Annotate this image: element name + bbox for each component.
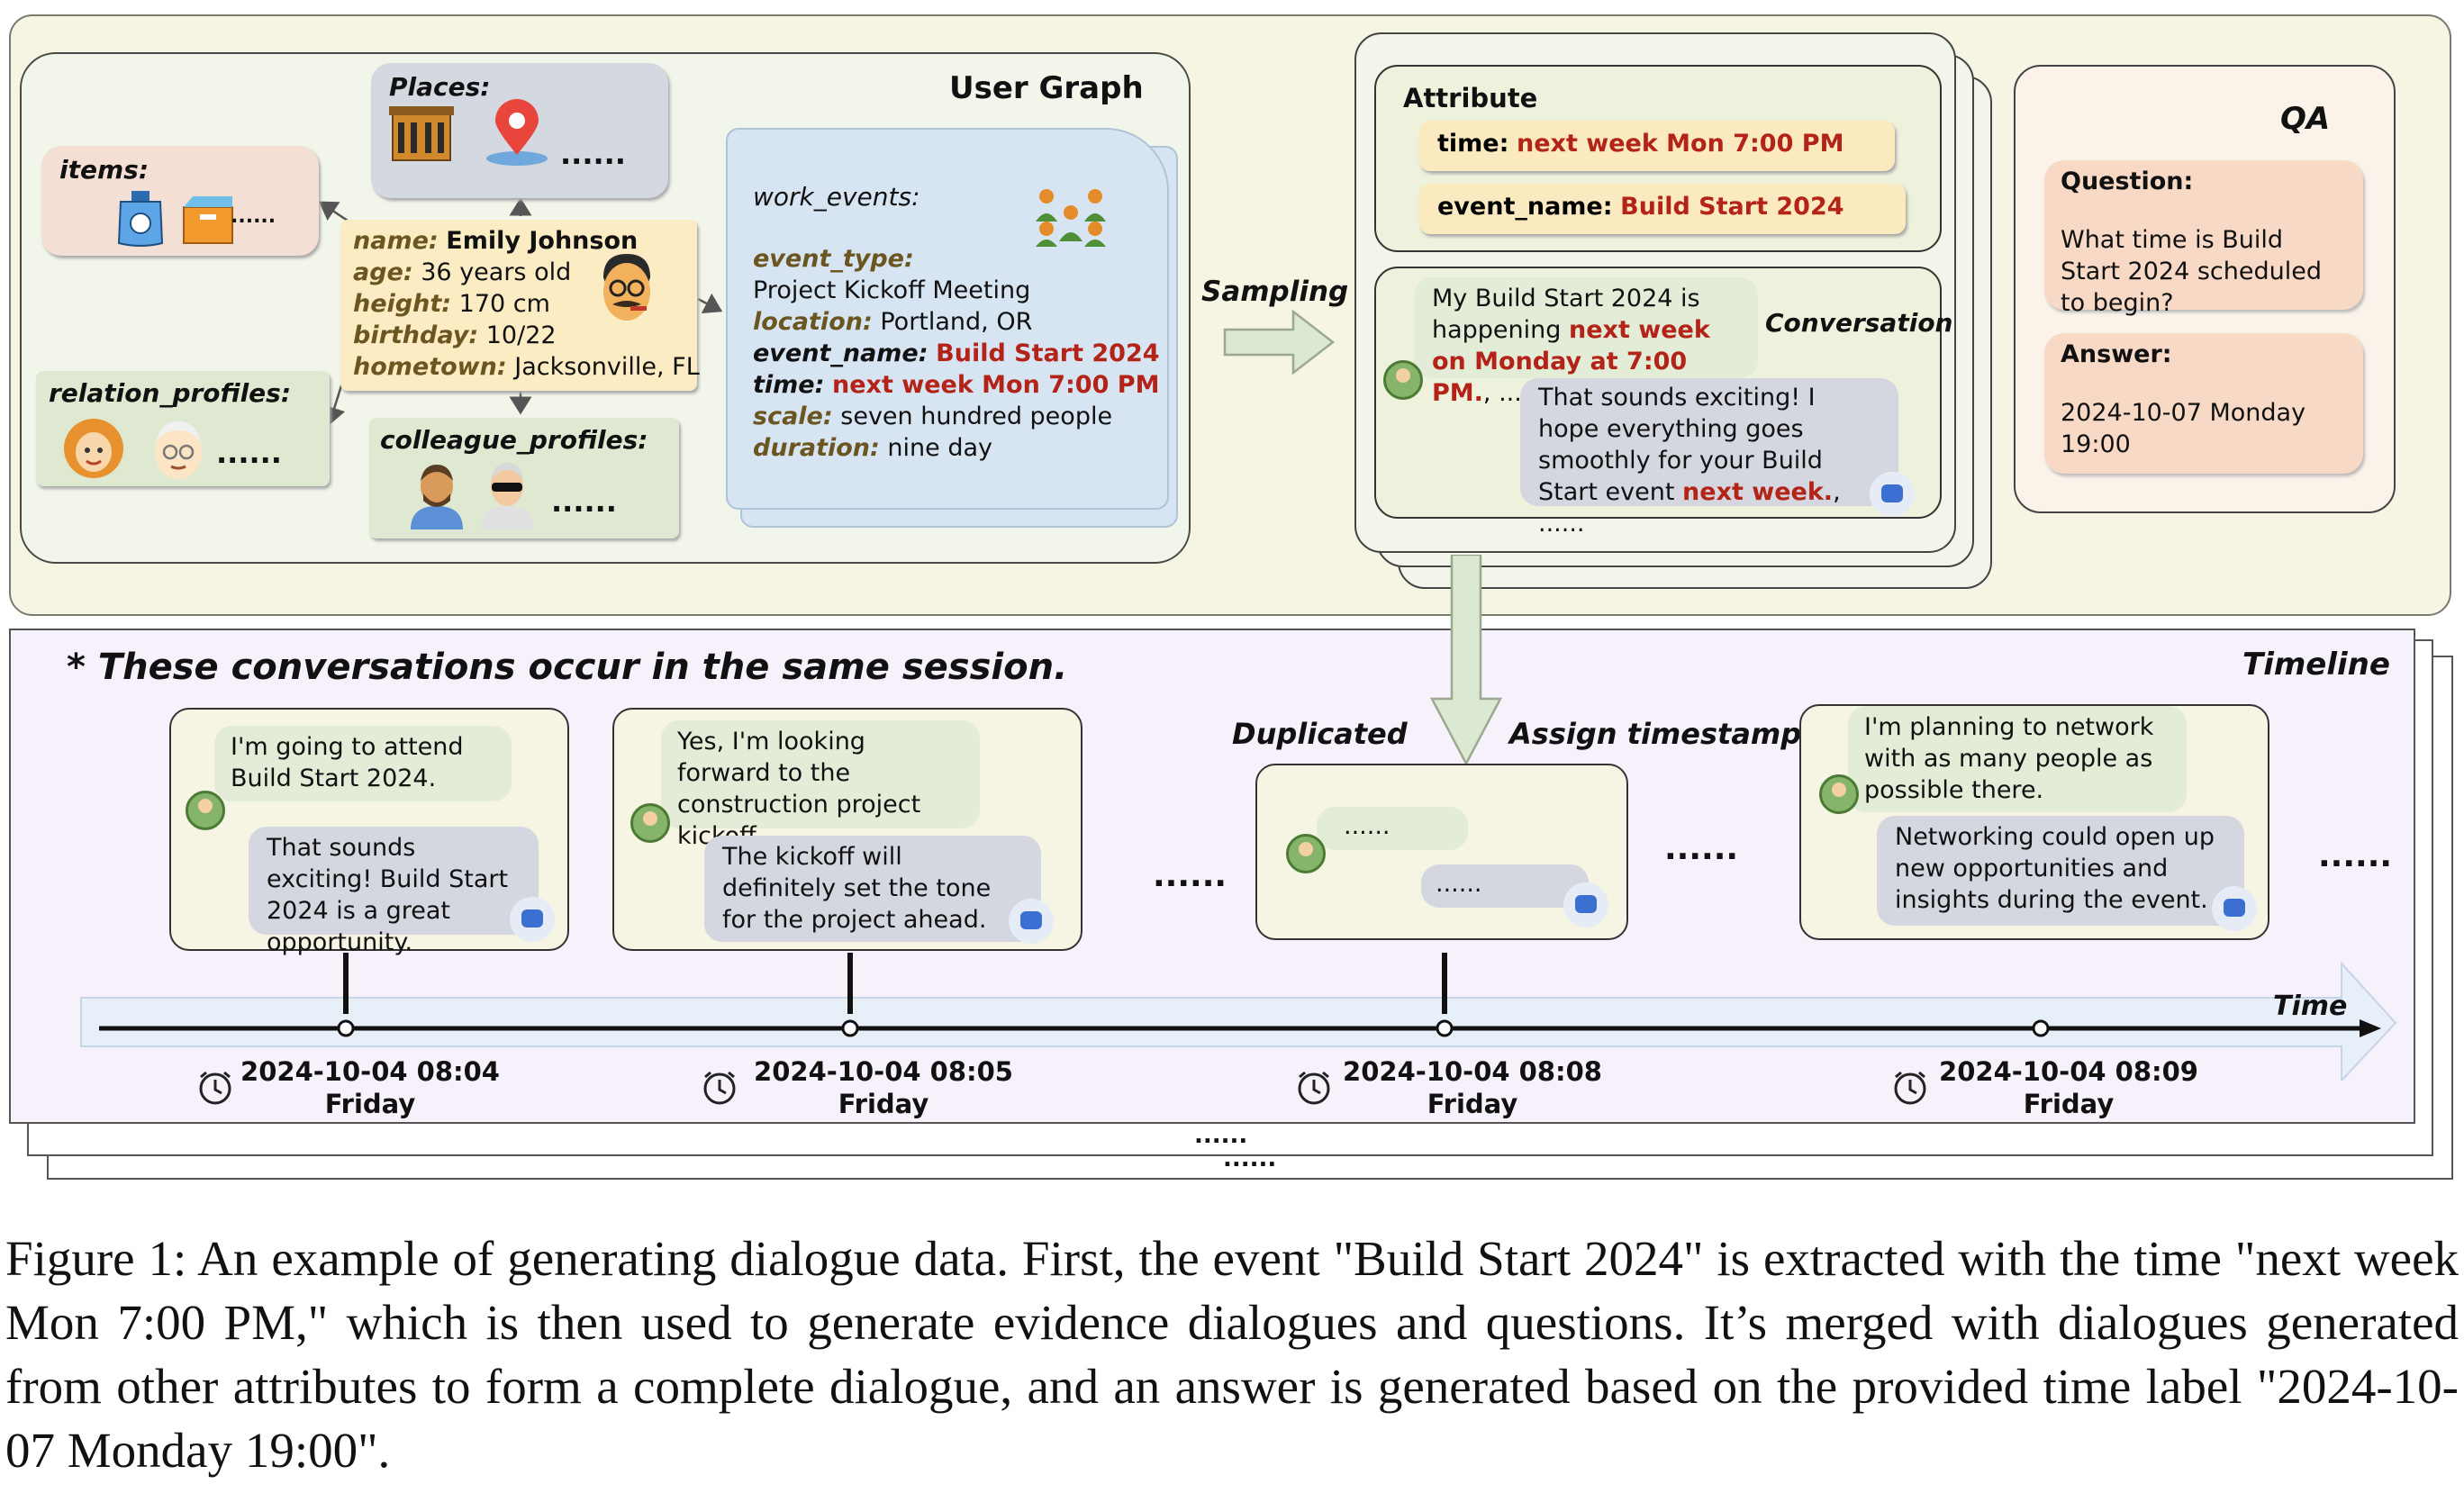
relation-profiles-label: relation_profiles: bbox=[49, 378, 292, 408]
attribute-time-pill: time: next week Mon 7:00 PM bbox=[1419, 121, 1895, 171]
session-2-bot-bubble: The kickoff will definitely set the tone… bbox=[704, 836, 1041, 942]
between-dots-1: ...... bbox=[1153, 857, 1227, 894]
clock-icon-1 bbox=[199, 1071, 231, 1105]
session-3-bot-bubble: ...... bbox=[1421, 864, 1589, 908]
question-box: Question: What time is Build Start 2024 … bbox=[2044, 160, 2363, 317]
profile-fields: name: Emily Johnson age: 36 years old he… bbox=[353, 225, 700, 383]
session-3-bot-avatar-icon bbox=[1563, 882, 1608, 927]
timeline-title: Timeline bbox=[2242, 647, 2390, 683]
clock-icon-3 bbox=[1298, 1071, 1330, 1105]
session-1-bot-avatar-icon bbox=[510, 897, 555, 942]
session-1-user-avatar-icon bbox=[186, 791, 225, 830]
session-4-bot-avatar-icon bbox=[2212, 886, 2257, 931]
bot-avatar-icon bbox=[1870, 472, 1915, 517]
profile-height-row: height: 170 cm bbox=[353, 290, 550, 318]
conversation-label: Conversation bbox=[1765, 308, 1953, 338]
user-graph-title: User Graph bbox=[949, 70, 1144, 106]
session-4-user-bubble: I'm planning to network with as many peo… bbox=[1848, 706, 2187, 812]
man-avatar-icon bbox=[411, 465, 463, 529]
time-node-4 bbox=[2032, 1019, 2050, 1037]
box-icon bbox=[183, 196, 233, 244]
session-4-user-avatar-icon bbox=[1819, 774, 1859, 814]
attribute-event-pill: event_name: Build Start 2024 bbox=[1419, 184, 1906, 234]
sampling-label: Sampling bbox=[1201, 276, 1349, 308]
time-node-1 bbox=[337, 1019, 355, 1037]
items-more: ...... bbox=[231, 205, 276, 228]
places-label: Places: bbox=[389, 72, 491, 102]
colleague-profiles-label: colleague_profiles: bbox=[380, 425, 648, 455]
session-2-bot-avatar-icon bbox=[1009, 899, 1054, 944]
profile-hometown-row: hometown: Jacksonville, FL bbox=[353, 353, 700, 381]
colleague-profiles-more: ...... bbox=[551, 484, 617, 519]
answer-label: Answer: bbox=[2061, 340, 2172, 368]
session-2-user-avatar-icon bbox=[630, 803, 670, 843]
profile-birthday-row: birthday: 10/22 bbox=[353, 321, 557, 349]
qa-title: QA bbox=[2280, 101, 2331, 137]
time-axis bbox=[80, 953, 2397, 1081]
figure-caption: Figure 1: An example of generating dialo… bbox=[5, 1231, 2459, 1478]
older-man-avatar-icon bbox=[481, 463, 533, 529]
time-node-3 bbox=[1436, 1019, 1454, 1037]
woman-avatar-icon bbox=[64, 419, 123, 478]
merge-down-arrow bbox=[1429, 555, 1503, 766]
attribute-title: Attribute bbox=[1403, 83, 1538, 113]
time-row: time: next week Mon 7:00 PM bbox=[753, 371, 1160, 399]
conversation-user-bubble: My Build Start 2024 is happening next we… bbox=[1414, 277, 1758, 407]
stack-dots-2: ...... bbox=[1223, 1145, 1277, 1172]
session-1-bot-bubble: That sounds exciting! Build Start 2024 i… bbox=[249, 827, 539, 956]
location-row: location: Portland, OR bbox=[753, 308, 1033, 336]
items-label: items: bbox=[59, 155, 149, 185]
work-events-label: work_events: bbox=[753, 182, 920, 212]
items-box bbox=[41, 146, 319, 256]
time-node-2 bbox=[841, 1019, 859, 1037]
session-4-bot-bubble: Networking could open up new opportuniti… bbox=[1877, 816, 2244, 926]
user-graph-connectors bbox=[318, 197, 723, 426]
detergent-icon bbox=[117, 191, 164, 247]
question-label: Question: bbox=[2061, 167, 2194, 195]
event-name-row: event_name: Build Start 2024 bbox=[753, 339, 1160, 367]
timeline-note: * These conversations occur in the same … bbox=[67, 647, 1068, 688]
sampling-arrow bbox=[1223, 309, 1336, 376]
session-3-user-bubble: ...... bbox=[1317, 807, 1468, 850]
time-axis-label: Time bbox=[2273, 991, 2348, 1022]
between-dots-2: ...... bbox=[1664, 830, 1739, 867]
assign-timestamp-label: Assign timestamp bbox=[1509, 717, 1802, 751]
clock-icon-2 bbox=[703, 1071, 736, 1105]
profile-name-row: name: Emily Johnson bbox=[353, 227, 639, 255]
conversation-bot-bubble: That sounds exciting! I hope everything … bbox=[1520, 378, 1898, 538]
answer-text: 2024-10-07 Monday 19:00 bbox=[2061, 399, 2306, 458]
user-face-icon bbox=[603, 254, 650, 321]
clock-icon-4 bbox=[1894, 1071, 1926, 1105]
duplicated-label: Duplicated bbox=[1232, 717, 1408, 751]
user-avatar-icon bbox=[1383, 360, 1423, 400]
session-3-user-avatar-icon bbox=[1286, 834, 1326, 873]
places-more: ...... bbox=[560, 137, 626, 171]
relation-profiles-more: ...... bbox=[216, 436, 282, 470]
profile-age-row: age: 36 years old bbox=[353, 258, 572, 286]
duration-row: duration: nine day bbox=[753, 434, 993, 462]
stack-dots-1: ...... bbox=[1194, 1122, 1248, 1149]
session-2-user-bubble: Yes, I'm looking forward to the construc… bbox=[661, 720, 980, 850]
scale-row: scale: seven hundred people bbox=[753, 403, 1113, 430]
trailing-dots: ...... bbox=[2318, 837, 2393, 874]
location-pin-icon bbox=[486, 99, 548, 166]
work-events-fields: event_type: Project Kickoff Meeting loca… bbox=[753, 245, 1160, 462]
answer-box: Answer: 2024-10-07 Monday 19:00 bbox=[2044, 333, 2363, 474]
question-text: What time is Build Start 2024 scheduled … bbox=[2061, 226, 2322, 317]
elder-avatar-icon bbox=[155, 421, 202, 479]
building-icon bbox=[389, 106, 454, 161]
session-1-user-bubble: I'm going to attend Build Start 2024. bbox=[214, 726, 512, 801]
people-group-icon bbox=[1036, 189, 1106, 247]
